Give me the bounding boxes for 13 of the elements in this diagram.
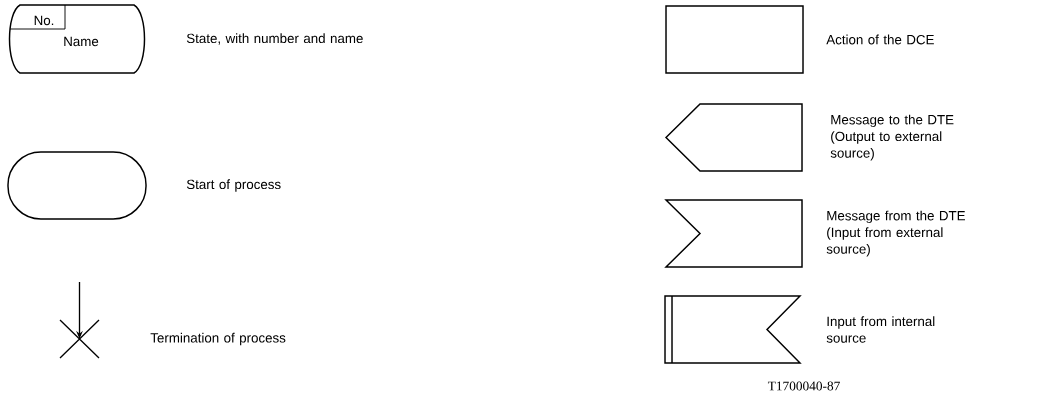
figure-number: T1700040-87 [767,381,840,391]
action-box [665,5,804,74]
description: State, with number and name [186,33,363,45]
input-symbol [664,295,802,364]
description: Action of the DCE [826,34,934,45]
start-symbol [7,151,147,220]
description: Termination of process [150,332,286,346]
description: Message to the DTE (Output to external source) [830,114,954,161]
termination-symbol [59,319,100,359]
description: Message from the DTE (Input from external source) [826,210,965,257]
input-symbol [664,199,803,268]
description: Start of process [186,179,281,192]
description: Input from internal source [826,316,935,343]
